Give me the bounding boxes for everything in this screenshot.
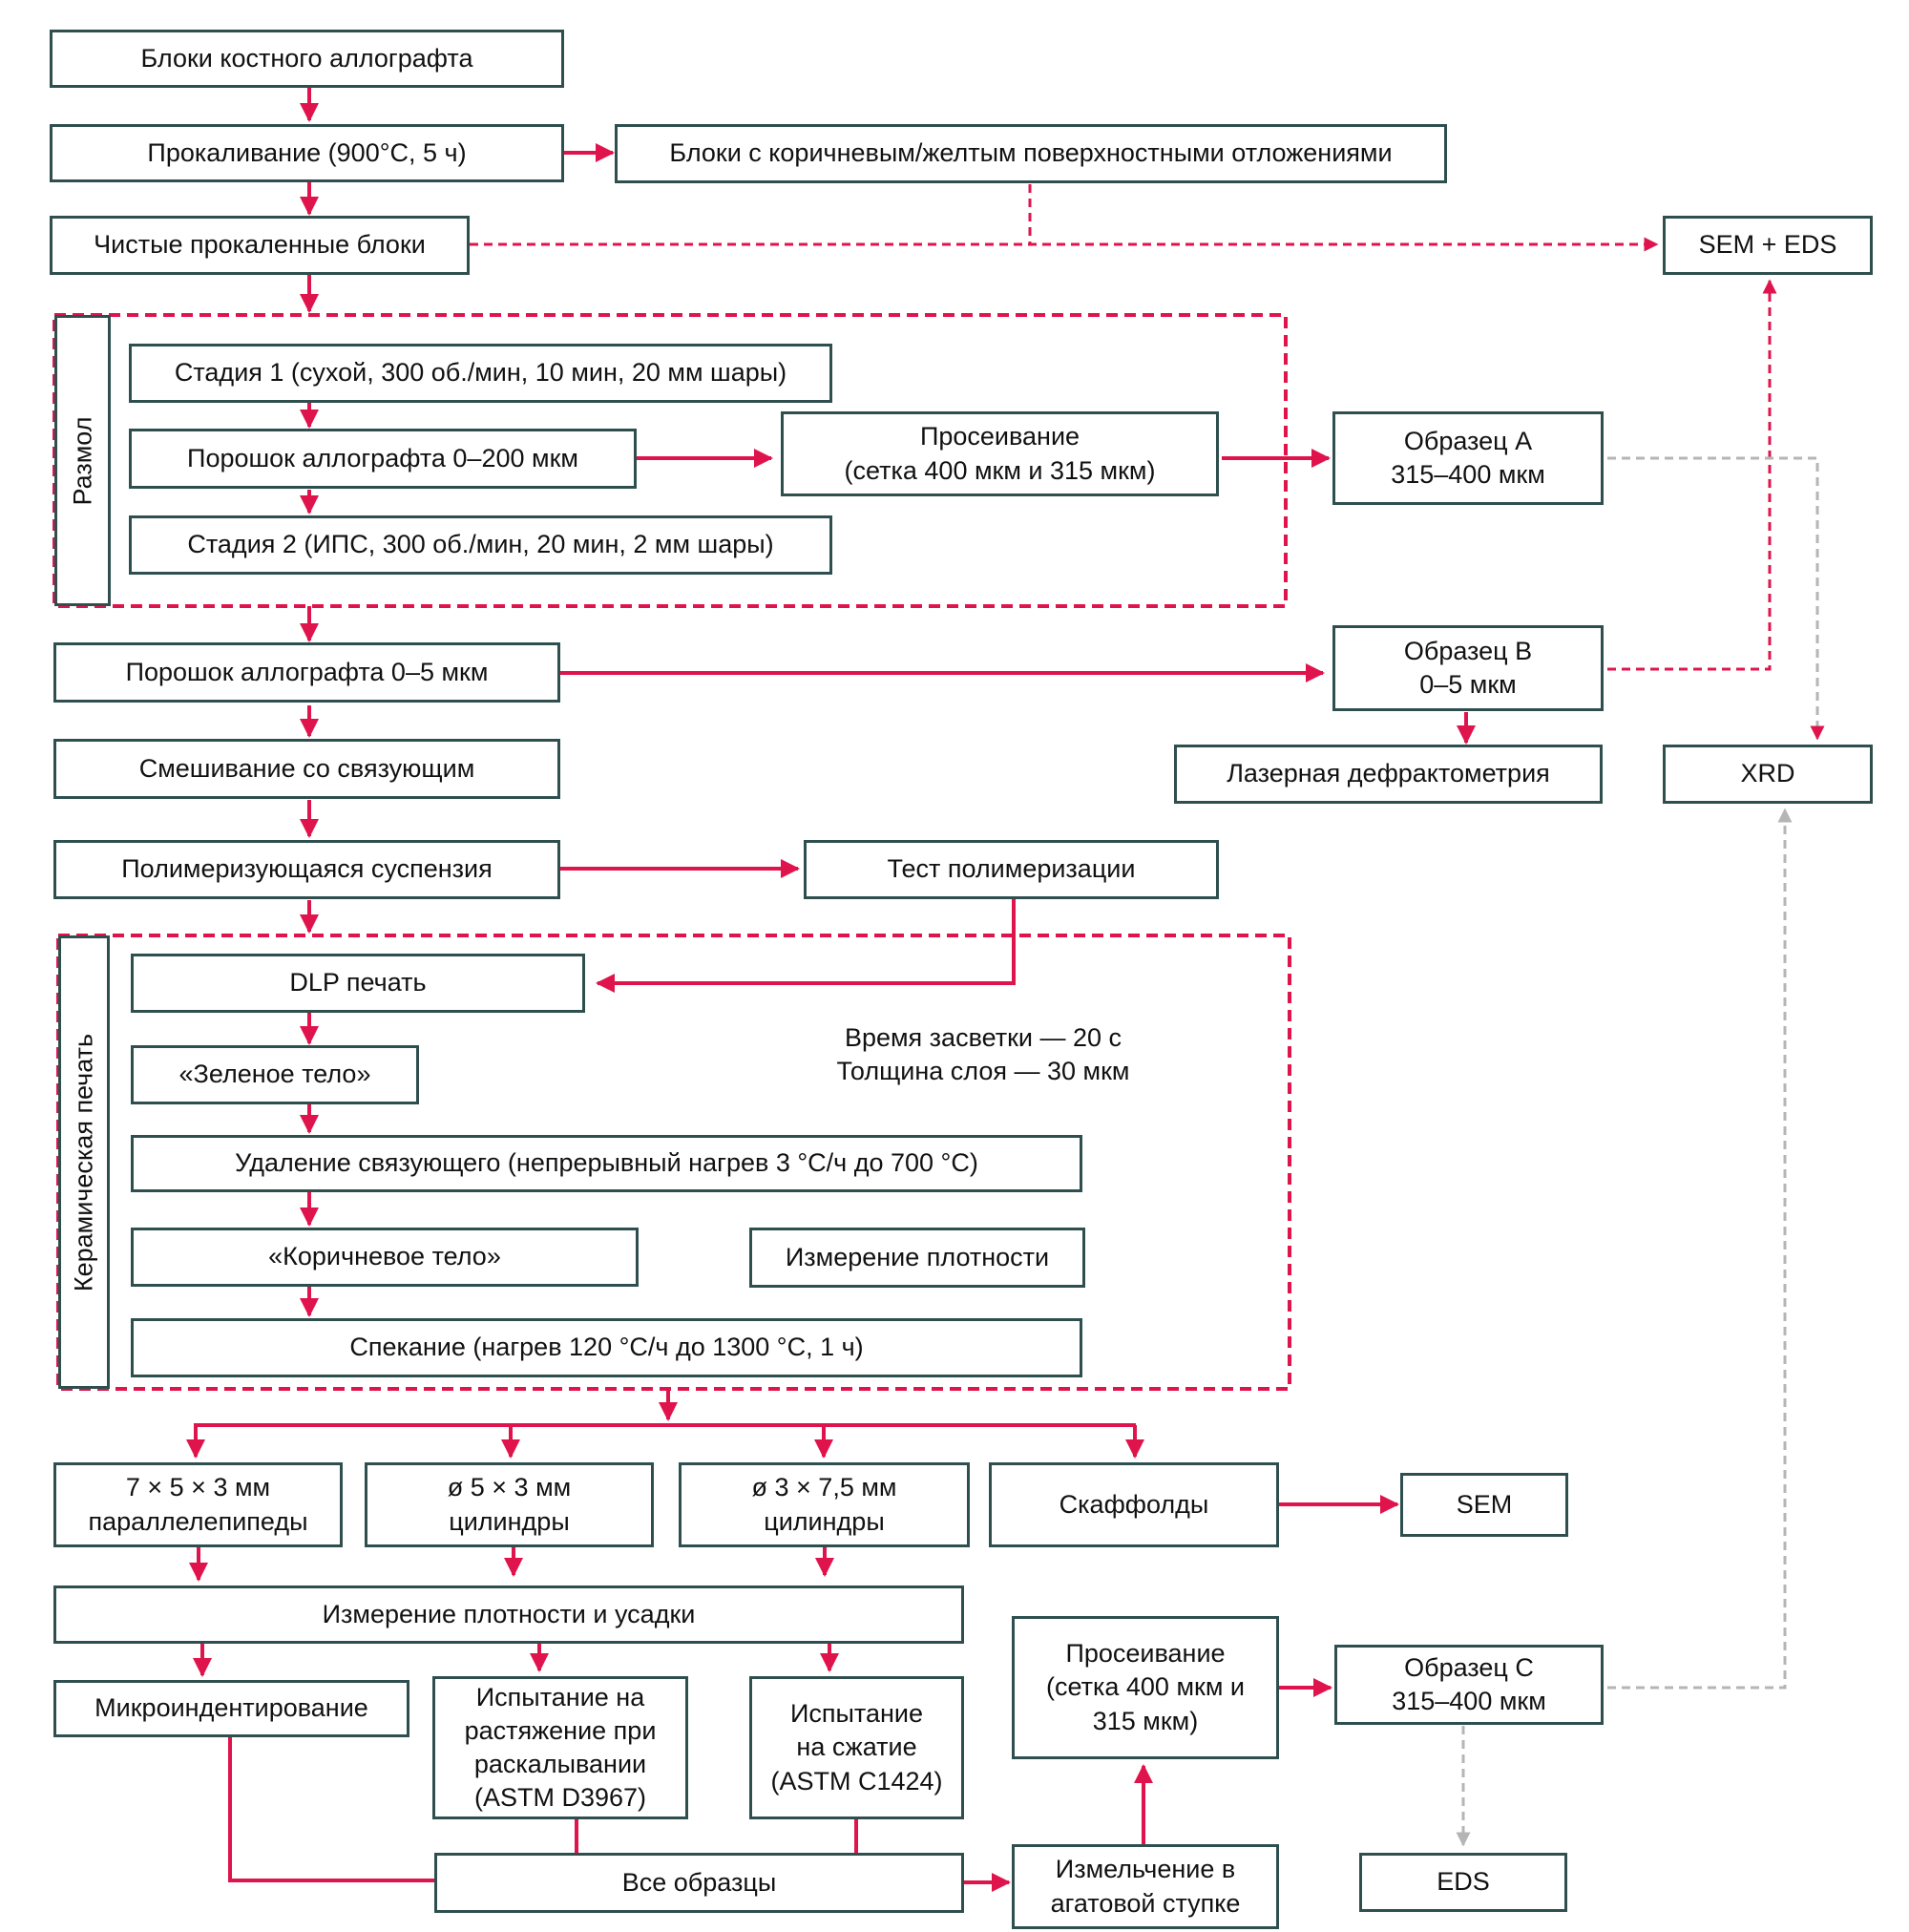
node-stained-blocks: Блоки с коричневым/желтым поверхностными… <box>615 124 1447 183</box>
node-debinding: Удаление связующего (непрерывный нагрев … <box>131 1135 1082 1192</box>
dashed-sampleB-semeds <box>1607 279 1777 671</box>
node-allograft-blocks: Блоки костного аллографта <box>50 30 564 88</box>
node-dlp: DLP печать <box>131 954 585 1013</box>
node-eds: EDS <box>1359 1853 1567 1912</box>
node-all-samples: Все образцы <box>434 1853 964 1913</box>
node-sieving-1: Просеивание(сетка 400 мкм и 315 мкм) <box>781 411 1219 496</box>
node-stage2: Стадия 2 (ИПС, 300 об./мин, 20 мин, 2 мм… <box>129 515 832 575</box>
node-sintering: Спекание (нагрев 120 °C/ч до 1300 °C, 1 … <box>131 1318 1082 1377</box>
node-green-body: «Зеленое тело» <box>131 1045 419 1104</box>
node-sem: SEM <box>1400 1473 1568 1537</box>
node-calcination: Прокаливание (900°C, 5 ч) <box>50 124 564 182</box>
dashed-sampleC-xrd <box>1607 808 1793 1690</box>
node-density-shrinkage: Измерение плотности и усадки <box>53 1586 964 1644</box>
node-scaffolds: Скаффолды <box>989 1462 1279 1547</box>
node-brown-body: «Коричневое тело» <box>131 1228 639 1287</box>
node-sem-eds: SEM + EDS <box>1663 216 1873 275</box>
dashed-sampleA-xrd <box>1607 456 1825 741</box>
arrow-polytest-dlp <box>596 899 1016 993</box>
node-suspension: Полимеризующаяся суспензия <box>53 840 560 899</box>
node-density-1: Измерение плотности <box>749 1228 1085 1288</box>
node-laser: Лазерная дефрактометрия <box>1174 745 1603 804</box>
line-microindent-all <box>228 1737 434 1882</box>
node-powder-200: Порошок аллографта 0–200 мкм <box>129 429 637 489</box>
node-poly-test: Тест полимеризации <box>804 840 1219 899</box>
node-powder-5: Порошок аллографта 0–5 мкм <box>53 642 560 703</box>
node-stage1: Стадия 1 (сухой, 300 об./мин, 10 мин, 20… <box>129 344 832 403</box>
node-xrd: XRD <box>1663 745 1873 804</box>
exposure-note: Время засветки — 20 с Толщина слоя — 30 … <box>836 1023 1130 1086</box>
node-clean-blocks: Чистые прокаленные блоки <box>50 216 470 275</box>
printing-group-label: Керамическая печать <box>58 935 110 1389</box>
node-mixing: Смешивание со связующим <box>53 739 560 799</box>
node-microindentation: Микроиндентирование <box>53 1680 409 1737</box>
milling-group-label: Размол <box>54 315 111 606</box>
